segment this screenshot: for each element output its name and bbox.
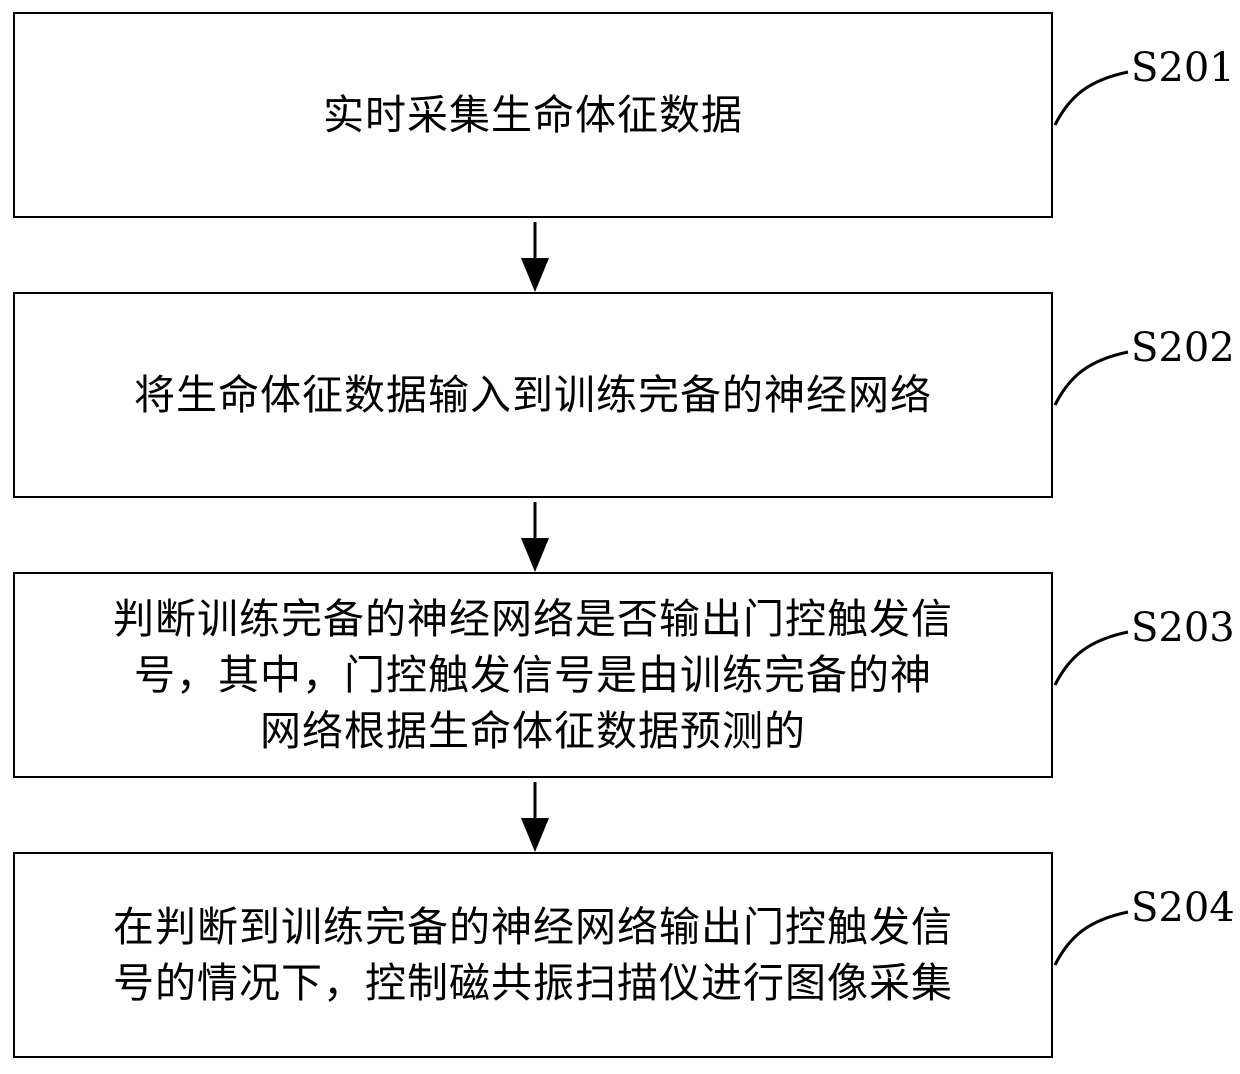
leader-curve-s202 [1055, 352, 1128, 405]
step-text-s202: 将生命体征数据输入到训练完备的神经网络 [104, 367, 962, 423]
step-label-s201: S201 [1131, 46, 1235, 90]
step-text-s201: 实时采集生命体征数据 [293, 87, 773, 143]
arrow-s201-to-s202 [521, 222, 549, 292]
step-box-s203: 判断训练完备的神经网络是否输出门控触发信 号，其中，门控触发信号是由训练完备的神… [13, 572, 1053, 778]
step-text-s203: 判断训练完备的神经网络是否输出门控触发信 号，其中，门控触发信号是由训练完备的神… [83, 591, 983, 759]
step-text-s204: 在判断到训练完备的神经网络输出门控触发信 号的情况下，控制磁共振扫描仪进行图像采… [83, 899, 983, 1011]
leader-curve-s204 [1055, 912, 1128, 965]
step-box-s202: 将生命体征数据输入到训练完备的神经网络 [13, 292, 1053, 498]
leader-curve-s203 [1055, 632, 1128, 685]
step-box-s204: 在判断到训练完备的神经网络输出门控触发信 号的情况下，控制磁共振扫描仪进行图像采… [13, 852, 1053, 1058]
step-box-s201: 实时采集生命体征数据 [13, 12, 1053, 218]
step-label-s204: S204 [1131, 886, 1235, 930]
step-label-s202: S202 [1131, 326, 1235, 370]
step-label-s203: S203 [1131, 606, 1235, 650]
leader-curve-s201 [1055, 72, 1128, 125]
arrow-s202-to-s203 [521, 502, 549, 572]
arrow-s203-to-s204 [521, 782, 549, 852]
